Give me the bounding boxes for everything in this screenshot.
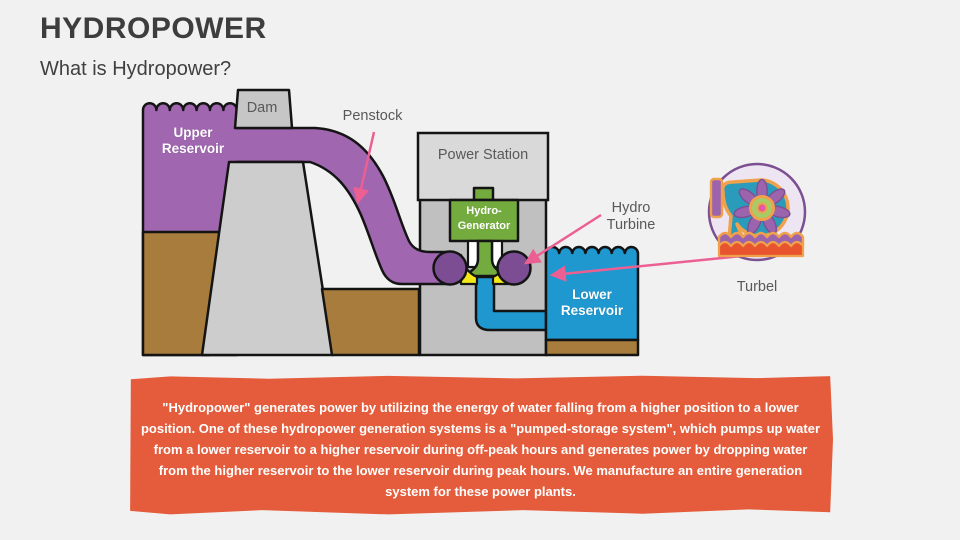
hydro-generator-label-line1: Hydro- [466,205,502,217]
dam-crest [233,88,294,130]
description-box: "Hydropower" generates power by utilizin… [130,375,833,515]
hydro-generator-label: Hydro- Generator [450,204,518,234]
hydro-turbine-label: Hydro Turbine [606,200,656,233]
lower-reservoir-label: Lower Reservoir [560,287,624,318]
turbine-axle-icon [756,202,768,214]
turbine-detail-icon [707,162,807,262]
turbine-inlet-icon [709,177,724,219]
turbine-runner-icon [733,178,791,235]
upper-reservoir-label: Upper Reservoir [161,125,225,156]
hydro-generator-label-line2: Generator [457,219,511,232]
page-title: HYDROPOWER [40,12,267,45]
power-station-label: Power Station [437,147,529,163]
page-subtitle: What is Hydropower? [40,58,232,80]
turbine-icon-caption: Turbel [736,279,778,295]
penstock-label: Penstock [342,108,403,124]
hydro-generator-box [448,198,520,243]
turbine-wheel-left [432,250,468,286]
icon-wave-red [717,240,805,258]
generator-mount [472,186,495,202]
hydro-turbine-arrow [523,213,602,265]
turbine-icon-connector-arrow [549,254,743,282]
lower-reservoir-water [544,245,640,342]
dam-label: Dam [246,100,278,116]
turbine-wheel-right [496,250,532,286]
lower-reservoir-bed [544,338,640,357]
tailrace-pipe [474,275,548,332]
description-text: "Hydropower" generates power by utilizin… [140,400,821,499]
penstock-arrow [353,131,376,205]
ground-middle [320,287,421,357]
